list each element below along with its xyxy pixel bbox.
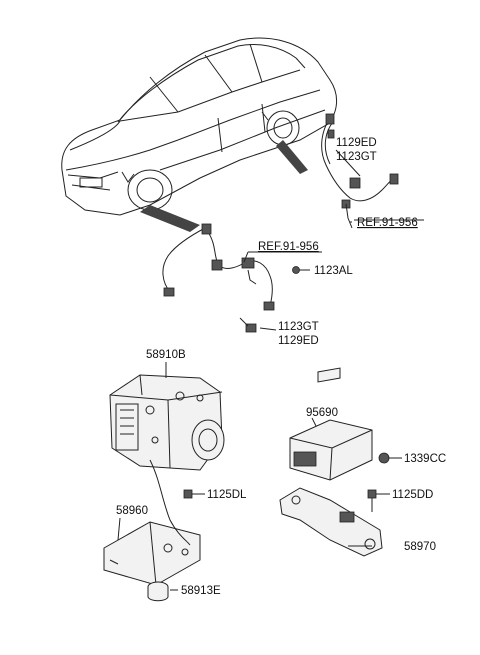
label-1123al: 1123AL: [314, 265, 353, 277]
sedan-illustration: [61, 37, 337, 232]
label-1125dl: 1125DL: [207, 489, 247, 501]
label-58913e: 58913E: [181, 585, 221, 597]
label-58910b: 58910B: [146, 349, 186, 361]
label-ref-right: REF.91-956: [357, 217, 418, 229]
label-1123gt-mid: 1123GT: [278, 321, 319, 333]
label-ref-mid: REF.91-956: [258, 241, 319, 253]
bolt-1123gt: [239, 317, 257, 333]
front-wheel-sensor-harness: [162, 223, 275, 311]
bolt-1123al: [292, 266, 310, 274]
label-1339cc: 1339CC: [404, 453, 446, 465]
bracket-58960: [103, 459, 201, 586]
label-95690: 95690: [306, 407, 338, 419]
label-1125dd: 1125DD: [392, 489, 433, 501]
bracket-58970: [279, 487, 383, 557]
leader-lines: [117, 149, 424, 591]
label-1129ed-mid: 1129ED: [278, 335, 319, 347]
label-58970: 58970: [404, 541, 436, 553]
grommet-58913e: [147, 581, 169, 602]
nut-1339cc: [378, 452, 402, 464]
label-1129ed-top: 1129ED: [336, 137, 377, 149]
abs-module-58910b: [109, 374, 225, 471]
yaw-sensor-95690: [289, 367, 373, 481]
bolt-1125dd: [367, 489, 390, 512]
bolt-1125dl: [183, 489, 205, 499]
rear-wheel-sensor-harness: [321, 113, 399, 229]
label-1123gt-top: 1123GT: [336, 151, 377, 163]
label-58960: 58960: [116, 505, 148, 517]
